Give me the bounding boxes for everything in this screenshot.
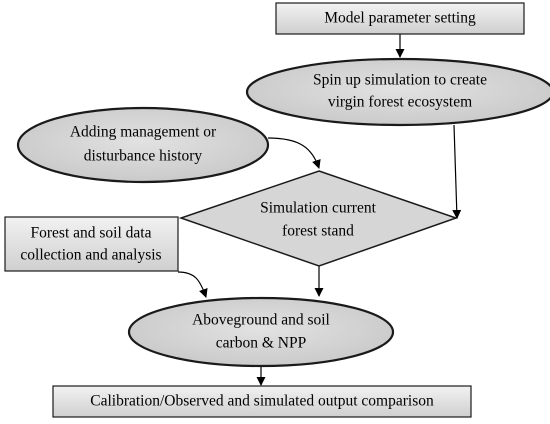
node-label-line: disturbance history bbox=[84, 148, 203, 165]
node-label-line: Calibration/Observed and simulated outpu… bbox=[90, 393, 434, 410]
node-label-line: carbon & NPP bbox=[216, 335, 306, 352]
node-label-line: Simulation current bbox=[260, 200, 376, 217]
node-aboveground-carbon-npp: Aboveground and soil carbon & NPP bbox=[127, 296, 395, 368]
arrow-management-to-simulation bbox=[267, 137, 321, 169]
node-spin-up-simulation: Spin up simulation to create virgin fore… bbox=[245, 57, 550, 127]
node-label-line: Adding management or bbox=[70, 124, 217, 141]
arrow-spinup-to-simulation bbox=[452, 124, 462, 219]
node-calibration-comparison: Calibration/Observed and simulated outpu… bbox=[52, 385, 472, 418]
arrow-data-to-aboveground bbox=[177, 271, 208, 298]
node-label-line: forest stand bbox=[282, 223, 354, 240]
node-label-line: Aboveground and soil bbox=[192, 312, 330, 329]
edges bbox=[177, 34, 462, 386]
node-management-history: Adding management or disturbance history bbox=[16, 106, 270, 184]
node-label-line: Forest and soil data bbox=[31, 225, 152, 242]
node-label-line: virgin forest ecosystem bbox=[328, 94, 472, 111]
node-forest-soil-data: Forest and soil data collection and anal… bbox=[4, 216, 179, 272]
node-model-parameter-setting: Model parameter setting bbox=[275, 2, 525, 35]
node-label-line: Model parameter setting bbox=[324, 10, 476, 27]
node-label-line: collection and analysis bbox=[20, 247, 161, 264]
node-label-line: Spin up simulation to create bbox=[313, 72, 487, 89]
node-simulation-current-stand: Simulation current forest stand bbox=[178, 170, 459, 267]
